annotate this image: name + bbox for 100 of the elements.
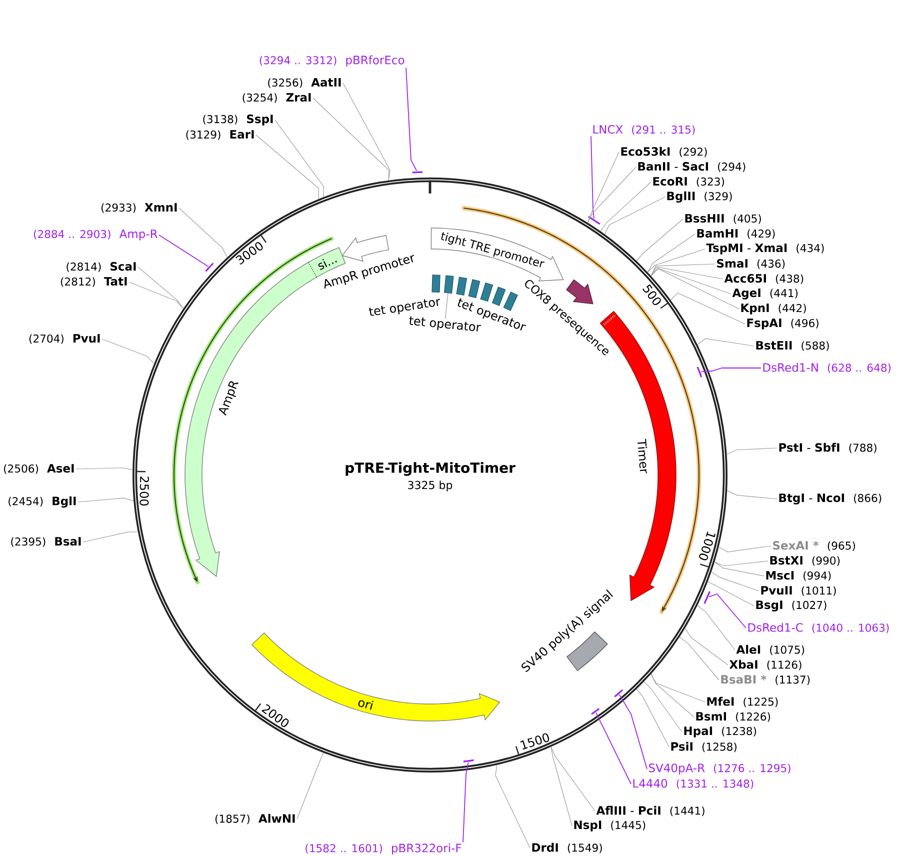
feature-label: tet operator xyxy=(368,298,440,316)
leader-line xyxy=(550,746,572,826)
site-label: (2395) BsaI xyxy=(11,537,81,547)
site-label: BsaBI * (1137) xyxy=(721,675,810,685)
leader-line xyxy=(647,234,696,272)
leader-line xyxy=(445,292,448,320)
site-label: BssHII (405) xyxy=(685,214,761,224)
leader-line xyxy=(650,266,724,280)
feature-label: Timer xyxy=(638,438,648,474)
leader-line xyxy=(178,208,228,258)
site-label: PstI - SbfI (788) xyxy=(779,442,876,454)
leader-line xyxy=(596,712,632,784)
site-label: SexAI * (965) xyxy=(773,541,856,551)
leader-line xyxy=(495,764,530,848)
site-label: SmaI (436) xyxy=(717,259,785,269)
site-label: BstEII (588) xyxy=(756,341,829,351)
primer-mark xyxy=(704,591,710,604)
leader-line xyxy=(604,196,666,235)
operator-box xyxy=(456,276,468,296)
primer-mark xyxy=(412,171,423,174)
leader-line xyxy=(590,136,594,219)
leader-line xyxy=(670,292,746,324)
site-label: BglII (329) xyxy=(667,191,732,203)
site-label: (2506) AseI xyxy=(4,464,74,474)
leader-line xyxy=(342,82,390,181)
leader-line xyxy=(82,531,138,542)
operator-box xyxy=(480,282,494,302)
site-label: HpaI (1238) xyxy=(684,726,756,738)
site-label: (3138) SspI xyxy=(203,114,273,126)
site-label: BtgI - NcoI (866) xyxy=(779,494,882,504)
site-label: (2704) PvuI xyxy=(29,334,100,344)
leader-line xyxy=(274,120,324,198)
site-label: MscI (994) xyxy=(766,571,831,581)
leader-line xyxy=(708,593,746,628)
leader-line xyxy=(138,266,184,309)
operator-box xyxy=(468,279,480,298)
leader-line xyxy=(644,681,682,732)
size-label: 3325 bp xyxy=(408,480,452,492)
site-label: PsiI (1258) xyxy=(671,742,736,752)
primer-label: (2884 .. 2903) Amp-R xyxy=(34,230,158,240)
primer-label: SV40pA-R (1276 .. 1295) xyxy=(648,764,790,774)
leader-line xyxy=(700,368,762,372)
primer-mark xyxy=(591,708,600,715)
leader-line xyxy=(647,248,706,272)
leader-line xyxy=(296,752,324,820)
site-label: BstXI (990) xyxy=(770,556,840,566)
leader-line xyxy=(650,268,732,294)
primer-label: (3294 .. 3312) pBRforEco xyxy=(260,55,404,67)
site-label: (3129) EarI xyxy=(186,130,254,140)
site-label: BanII - SacI (294) xyxy=(638,162,746,172)
leader-line xyxy=(684,628,728,666)
operator-box xyxy=(444,275,454,294)
site-label: EcoRI (323) xyxy=(653,177,724,187)
site-label: MfeI (1225) xyxy=(707,696,778,708)
primer-label: L4440 (1331 .. 1348) xyxy=(633,779,754,789)
site-label: NspI (1445) xyxy=(574,820,646,832)
signal-segment: si... xyxy=(308,258,337,278)
site-label: (2814) ScaI xyxy=(66,262,136,272)
primer-mark xyxy=(463,759,474,762)
site-label: BsgI (1027) xyxy=(756,600,826,612)
site-label: Eco53kI (292) xyxy=(621,146,707,158)
site-label: PvuII (1011) xyxy=(761,586,836,596)
site-label: Acc65I (438) xyxy=(724,274,804,284)
primer-mark xyxy=(588,216,600,225)
leader-line xyxy=(636,688,670,748)
site-label: KpnI (442) xyxy=(741,304,806,314)
tick-label: 1000 xyxy=(699,532,716,560)
leader-line xyxy=(76,468,133,470)
primer-label: DsRed1-N (628 .. 648) xyxy=(763,362,891,374)
leader-line xyxy=(102,338,154,364)
leader-line xyxy=(462,762,469,843)
leader-line xyxy=(697,338,754,346)
leader-line xyxy=(128,282,184,309)
leader-line xyxy=(256,134,319,200)
site-label: BsmI (1226) xyxy=(696,712,770,722)
site-label: XbaI (1126) xyxy=(729,660,802,670)
leader-line xyxy=(550,746,596,812)
site-label: (2933) XmnI xyxy=(102,203,177,213)
primer-label: (1582 .. 1601) pBR322ori-F xyxy=(306,843,462,855)
tick-label: 1500 xyxy=(520,733,550,750)
site-label: AgeI (441) xyxy=(732,288,798,300)
site-label: BamHI (429) xyxy=(697,229,775,239)
site-label: FspAI (496) xyxy=(747,318,818,330)
leader-line xyxy=(726,448,778,455)
leader-line xyxy=(158,234,209,267)
site-label: (2812) TatI xyxy=(60,277,127,287)
leader-line xyxy=(718,546,772,552)
site-label: AflIII - PciI (1441) xyxy=(596,806,704,816)
leader-line xyxy=(726,490,778,500)
leader-line xyxy=(679,636,720,680)
leader-line xyxy=(711,572,760,592)
site-label: AleI (1075) xyxy=(736,644,804,656)
primer-label: LNCX (291 .. 315) xyxy=(593,125,695,135)
site-label: (3256) AatII xyxy=(268,78,341,88)
leader-line xyxy=(650,264,716,276)
site-label: DrdI (1549) xyxy=(532,842,602,854)
feature-label: AmpR xyxy=(218,381,238,416)
leader-line xyxy=(618,694,648,770)
primer-label: DsRed1-C (1040 .. 1063) xyxy=(748,622,889,634)
leader-line xyxy=(650,674,694,718)
